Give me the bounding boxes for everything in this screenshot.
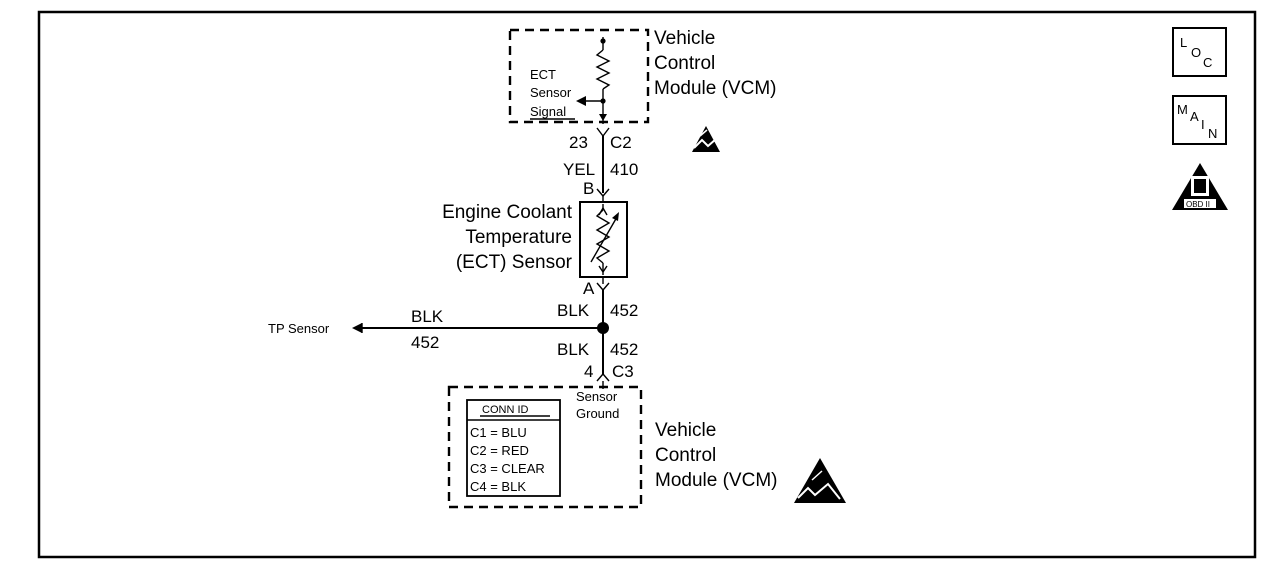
main-icon[interactable]: M A I N — [1172, 95, 1227, 145]
loc-icon[interactable]: L O C — [1172, 27, 1227, 77]
wire-452-a-circuit: 452 — [610, 301, 638, 320]
sensor-name-1: Engine Coolant — [442, 202, 573, 223]
sensor-ground-label-2: Ground — [576, 406, 619, 421]
conn-id-table: CONN ID C1 = BLU C2 = RED C3 = CLEAR C4 … — [466, 399, 561, 497]
conn-id-row-1: C1 = BLU — [470, 425, 527, 440]
conn-id-row-4: C4 = BLK — [470, 479, 526, 494]
sensor-name-2: Temperature — [465, 227, 572, 248]
wire-blk-a-color: BLK — [557, 301, 590, 320]
sensor-pin-a: A — [583, 279, 595, 298]
svg-text:L: L — [1180, 35, 1187, 50]
vcm-bottom-title-1: Vehicle — [655, 420, 716, 441]
obd-ii-icon[interactable]: OBD II — [1172, 163, 1228, 210]
signal-arrow-icon — [576, 96, 586, 106]
vcm-top-title-1: Vehicle — [654, 28, 715, 49]
vcm-top-module: ECT Sensor Signal Vehicle Control Module… — [508, 28, 776, 152]
sensor-pin-b: B — [583, 179, 594, 198]
svg-text:M: M — [1177, 102, 1188, 117]
svg-text:I: I — [1201, 117, 1205, 132]
conn-id-title: CONN ID — [482, 404, 529, 416]
svg-text:A: A — [1190, 109, 1199, 124]
conn-id-row-3: C3 = CLEAR — [470, 461, 545, 476]
tp-sensor-label: TP Sensor — [268, 321, 330, 336]
connector-c3: 4 C3 — [584, 362, 634, 382]
wire-yel-color: YEL — [563, 160, 595, 179]
sensor-name-3: (ECT) Sensor — [456, 252, 573, 273]
wire-410-circuit: 410 — [610, 160, 638, 179]
wire-452-b-circuit: 452 — [610, 340, 638, 359]
pullup-resistor-symbol — [595, 49, 611, 90]
esd-warning-icon — [692, 126, 720, 152]
vcm-bottom-module: Sensor Ground CONN ID C1 = BLU C2 = RED … — [447, 381, 846, 509]
conn-id-row-2: C2 = RED — [470, 443, 529, 458]
vcm-bottom-title-2: Control — [655, 445, 716, 466]
ect-signal-label-1: ECT — [530, 67, 556, 82]
svg-text:O: O — [1191, 45, 1201, 60]
vcm-top-dashed-box — [508, 28, 650, 124]
tp-wire-circuit: 452 — [411, 333, 439, 352]
thermistor-symbol — [595, 209, 611, 264]
c2-pin-number: 23 — [569, 133, 588, 152]
vcm-top-title-3: Module (VCM) — [654, 78, 776, 99]
svg-text:C: C — [1203, 55, 1212, 70]
wire-blk-b-color: BLK — [557, 340, 590, 359]
c2-connector-name: C2 — [610, 133, 632, 152]
vcm-top-title-2: Control — [654, 53, 715, 74]
ect-sensor: B Engine Coolant Temperature (ECT) Senso… — [442, 179, 628, 298]
esd-warning-icon — [794, 458, 846, 503]
svg-text:N: N — [1208, 126, 1217, 141]
ect-signal-label-3: Signal — [530, 104, 566, 119]
vcm-bottom-dashed-box — [447, 385, 643, 509]
ect-signal-label-2: Sensor — [530, 85, 572, 100]
connector-c2: 23 C2 — [569, 127, 632, 152]
diagram-frame — [37, 10, 1257, 559]
c3-connector-name: C3 — [612, 362, 634, 381]
tp-sensor-arrow-icon — [352, 323, 362, 333]
vcm-bottom-title-3: Module (VCM) — [655, 470, 777, 491]
tp-wire-color: BLK — [411, 307, 444, 326]
obd-ii-label: OBD II — [1186, 200, 1210, 209]
c3-pin-number: 4 — [584, 362, 593, 381]
sensor-ground-label-1: Sensor — [576, 389, 618, 404]
